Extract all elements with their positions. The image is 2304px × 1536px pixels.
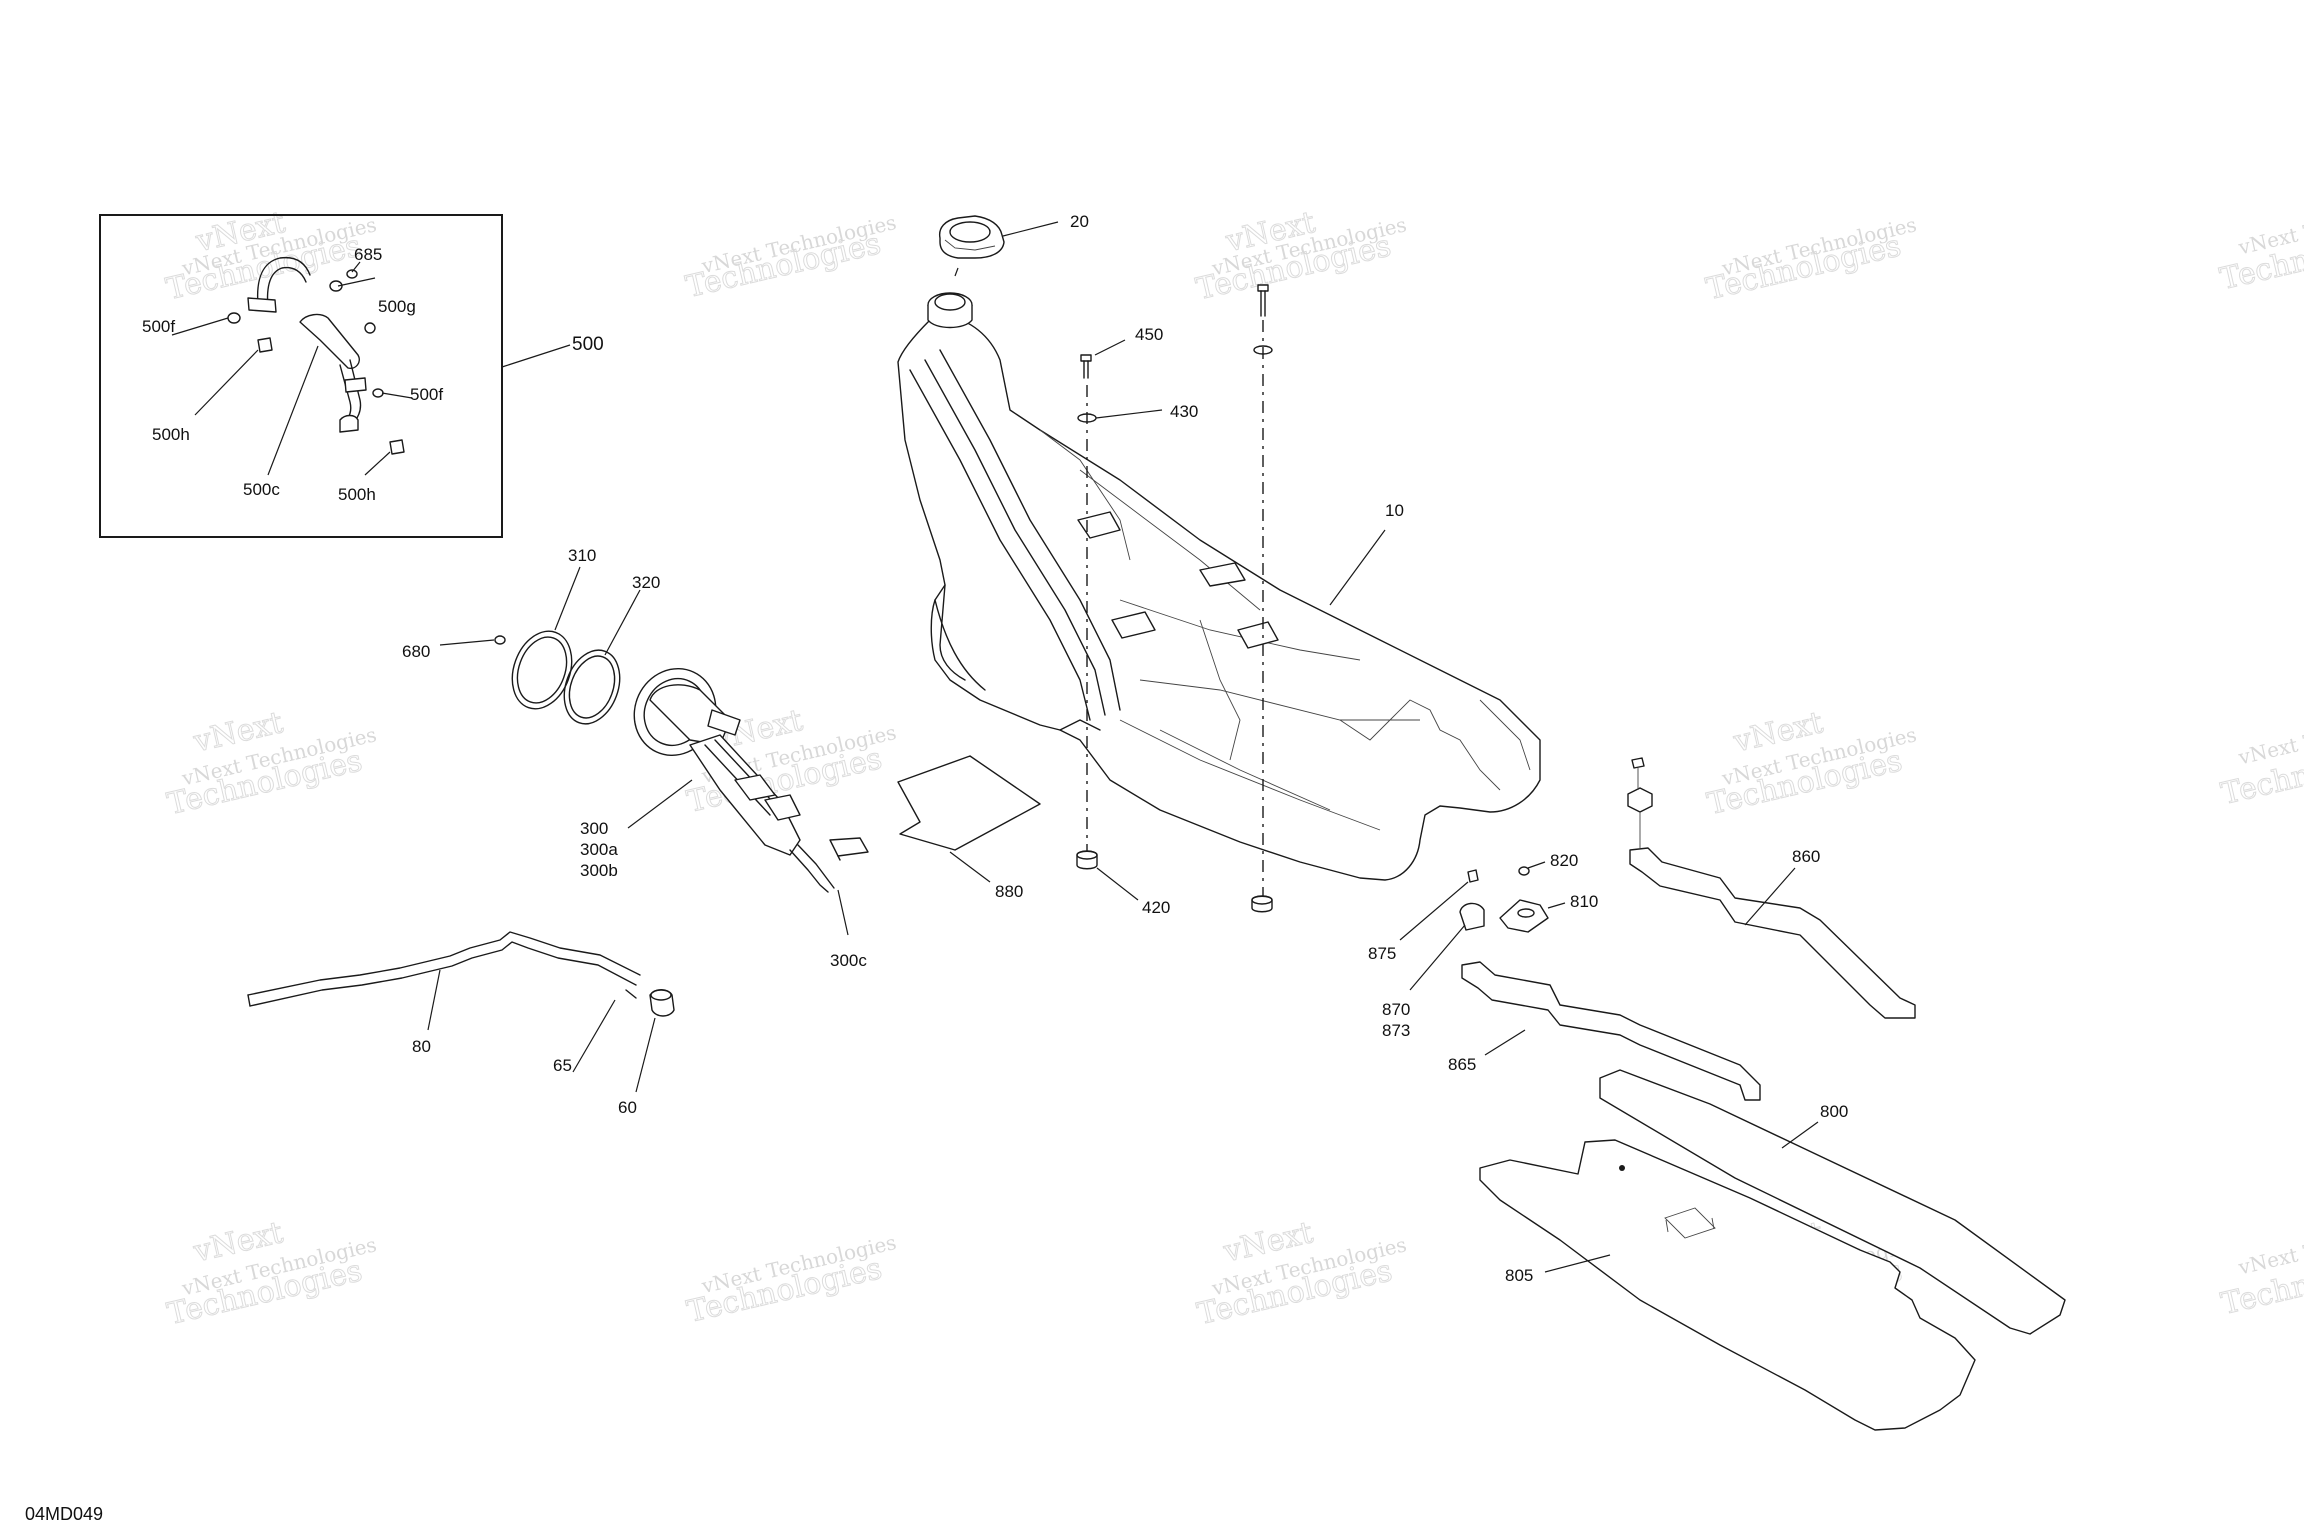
fitting-60-icon bbox=[649, 989, 675, 1017]
callout-65: 65 bbox=[553, 1056, 572, 1075]
callout-300a: 300a bbox=[580, 840, 618, 859]
fuel-line-80-icon bbox=[247, 931, 641, 1007]
svg-text:vNext Technologies: vNext Technologies bbox=[2235, 701, 2304, 769]
bolt-icon bbox=[1257, 284, 1269, 317]
pad-880-icon bbox=[897, 755, 1041, 851]
callout-500h: 500h bbox=[338, 485, 376, 504]
callout-320: 320 bbox=[632, 573, 660, 592]
fuel-tank-icon bbox=[897, 314, 1541, 881]
callout-810: 810 bbox=[1570, 892, 1598, 911]
watermark: Technologies vNext Technologies bbox=[1702, 212, 1918, 307]
callout-873: 873 bbox=[1382, 1021, 1410, 1040]
pad-805-icon bbox=[1479, 1139, 1976, 1431]
grommet-420-icon bbox=[1076, 850, 1273, 913]
bolt-450-icon bbox=[1080, 354, 1092, 379]
callout-870: 870 bbox=[1382, 1000, 1410, 1019]
clamp-65-icon bbox=[625, 989, 637, 999]
callout-860: 860 bbox=[1792, 847, 1820, 866]
watermark: Technologies vNext Technologies bbox=[2217, 701, 2304, 812]
inset-fuel-line-assembly: 500f 500h 500c 500h 500f 500g 685 bbox=[99, 214, 503, 538]
callout-820: 820 bbox=[1550, 851, 1578, 870]
fuel-filter-300c-icon bbox=[829, 837, 869, 861]
callout-500c: 500c bbox=[243, 480, 280, 499]
diagram-code: 04MD049 bbox=[25, 1504, 103, 1524]
callout-430: 430 bbox=[1170, 402, 1198, 421]
watermark: Technologies vNext Technologies bbox=[2216, 191, 2304, 297]
clip-820-icon bbox=[1518, 866, 1530, 876]
callout-420: 420 bbox=[1142, 898, 1170, 917]
callout-310: 310 bbox=[568, 546, 596, 565]
callout-865: 865 bbox=[1448, 1055, 1476, 1074]
callout-300b: 300b bbox=[580, 861, 618, 880]
clip-875-icon bbox=[1467, 869, 1479, 883]
nut-810-icon bbox=[1499, 899, 1549, 933]
watermark: Technologies vNext vNext Technologies bbox=[164, 705, 379, 823]
heat-shield-800-icon bbox=[1599, 1069, 2066, 1335]
callout-880: 880 bbox=[995, 882, 1023, 901]
bracket-870-icon bbox=[1459, 902, 1485, 931]
callout-800: 800 bbox=[1820, 1102, 1848, 1121]
callout-500f: 500f bbox=[410, 385, 443, 404]
fuel-line-500c-icon bbox=[247, 256, 367, 433]
gasket-320-icon bbox=[563, 649, 621, 725]
callout-20: 20 bbox=[1070, 212, 1089, 231]
callout-685: 685 bbox=[354, 245, 382, 264]
callout-10: 10 bbox=[1385, 501, 1404, 520]
callout-450: 450 bbox=[1135, 325, 1163, 344]
screw-680-icon bbox=[494, 635, 506, 645]
callout-805: 805 bbox=[1505, 1266, 1533, 1285]
watermark: Technologies vNext vNext Technologies bbox=[1192, 204, 1408, 307]
callout-500g: 500g bbox=[378, 297, 416, 316]
hose-end-500h-icon bbox=[257, 337, 405, 455]
callout-500h: 500h bbox=[152, 425, 190, 444]
watermark: Technologies vNext vNext Technologies bbox=[1194, 1215, 1409, 1333]
inset-frame bbox=[99, 214, 503, 538]
callout-60: 60 bbox=[618, 1098, 637, 1117]
watermark: Technologies vNext vNext Technologies bbox=[162, 204, 378, 307]
callout-300c: 300c bbox=[830, 951, 867, 970]
callout-875: 875 bbox=[1368, 944, 1396, 963]
fuel-pump-module-icon bbox=[633, 667, 835, 893]
nut-860-icon bbox=[1627, 757, 1653, 813]
watermark: Technologies vNext vNext Technologies bbox=[1704, 705, 1919, 823]
watermark: Technologies vNext Technologies bbox=[682, 210, 898, 305]
filler-neck-icon bbox=[927, 292, 973, 329]
watermark: Technologies vNext vNext Technologies bbox=[164, 1215, 379, 1333]
watermark: Technologies vNext Technologies bbox=[2217, 1211, 2304, 1322]
svg-text:vNext Technologies: vNext Technologies bbox=[2235, 1211, 2304, 1279]
clamp-500g-icon bbox=[329, 280, 376, 334]
bracket-860-icon bbox=[1629, 847, 1916, 1019]
callout-80: 80 bbox=[412, 1037, 431, 1056]
callout-680: 680 bbox=[402, 642, 430, 661]
callout-500: 500 bbox=[572, 334, 604, 355]
clamp-500f-icon bbox=[227, 269, 384, 398]
callout-500f: 500f bbox=[142, 317, 175, 336]
bracket-865-icon bbox=[1461, 961, 1761, 1101]
retaining-ring-310-icon bbox=[511, 630, 573, 710]
watermark: Technologies vNext Technologies bbox=[683, 1230, 898, 1330]
fuel-cap-icon bbox=[938, 215, 1005, 259]
callout-300: 300 bbox=[580, 819, 608, 838]
